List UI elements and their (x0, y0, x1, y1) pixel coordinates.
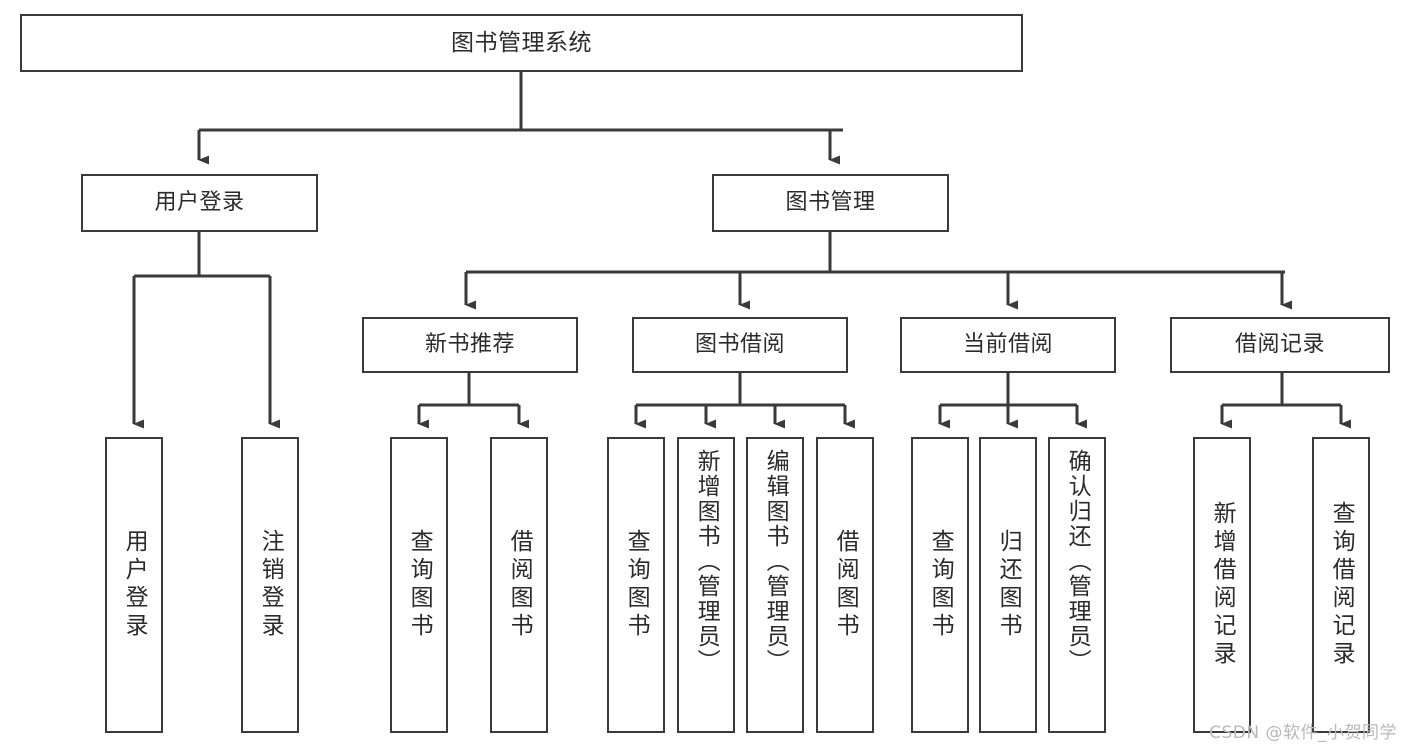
node-root-book-management-system[interactable]: 图书管理系统 (20, 14, 1023, 72)
node-label: 编辑图书（管理员） (762, 449, 789, 674)
node-label: 新增借阅记录 (1209, 501, 1236, 669)
csdn-watermark: CSDN @软件_小贺同学 (1209, 723, 1397, 743)
node-label: 查询图书 (406, 529, 433, 641)
node-label: 图书管理系统 (451, 29, 592, 56)
node-label: 注销登录 (257, 529, 284, 641)
leaf-current-return-books[interactable]: 归还图书 (979, 437, 1037, 733)
leaf-records-add-record[interactable]: 新增借阅记录 (1193, 437, 1251, 733)
node-label: 用户登录 (121, 529, 148, 641)
leaf-borrow-edit-book-admin[interactable]: 编辑图书（管理员） (746, 437, 804, 733)
node-label: 用户登录 (154, 189, 245, 215)
node-user-login[interactable]: 用户登录 (81, 174, 318, 232)
node-current-borrowing[interactable]: 当前借阅 (900, 317, 1116, 373)
leaf-borrow-borrow-books[interactable]: 借阅图书 (816, 437, 874, 733)
leaf-current-confirm-return-admin[interactable]: 确认归还（管理员） (1048, 437, 1106, 733)
leaf-borrow-query-books[interactable]: 查询图书 (607, 437, 665, 733)
leaf-borrow-add-book-admin[interactable]: 新增图书（管理员） (677, 437, 735, 733)
node-new-book-recommendation[interactable]: 新书推荐 (362, 317, 578, 373)
node-label: 图书管理 (785, 189, 876, 215)
node-label: 借阅记录 (1234, 331, 1325, 357)
node-label: 确认归还（管理员） (1064, 449, 1091, 674)
node-label: 图书借阅 (694, 331, 785, 357)
node-label: 查询图书 (623, 529, 650, 641)
node-label: 借阅图书 (832, 529, 859, 641)
node-label: 借阅图书 (506, 529, 533, 641)
node-label: 新书推荐 (424, 331, 515, 357)
node-label: 查询图书 (927, 529, 954, 641)
leaf-newbook-query-books[interactable]: 查询图书 (390, 437, 448, 733)
node-label: 当前借阅 (962, 331, 1053, 357)
node-label: 查询借阅记录 (1328, 501, 1355, 669)
node-label: 归还图书 (995, 529, 1022, 641)
node-label: 新增图书（管理员） (693, 449, 720, 674)
leaf-logout[interactable]: 注销登录 (241, 437, 299, 733)
leaf-current-query-books[interactable]: 查询图书 (911, 437, 969, 733)
node-book-management[interactable]: 图书管理 (712, 174, 949, 232)
leaf-user-login[interactable]: 用户登录 (105, 437, 163, 733)
node-borrowing-records[interactable]: 借阅记录 (1170, 317, 1390, 373)
leaf-newbook-borrow-books[interactable]: 借阅图书 (490, 437, 548, 733)
node-book-borrowing[interactable]: 图书借阅 (632, 317, 848, 373)
leaf-records-query-record[interactable]: 查询借阅记录 (1312, 437, 1370, 733)
